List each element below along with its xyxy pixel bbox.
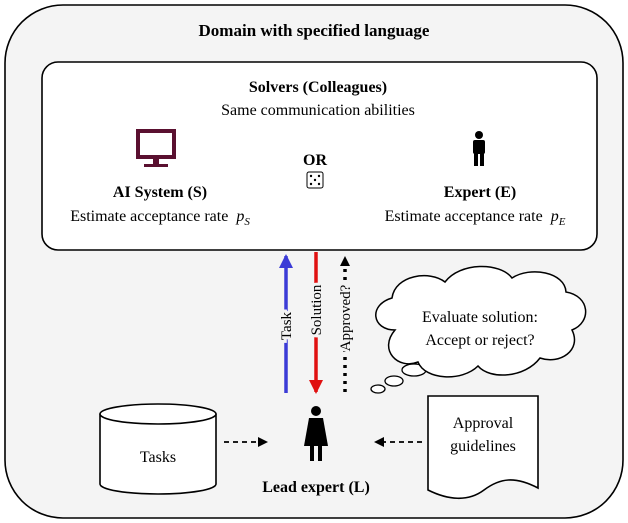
solvers-subtitle: Same communication abilities	[221, 102, 415, 119]
thought-bubble: Evaluate solution: Accept or reject?	[370, 265, 587, 394]
thought-line-2: Accept or reject?	[425, 332, 534, 349]
or-label: OR	[303, 152, 327, 169]
lead-expert-person-icon	[304, 406, 328, 461]
lead-expert-label: Lead expert (L)	[262, 479, 370, 496]
solvers-box	[41, 61, 598, 251]
tasks-database-icon	[99, 403, 217, 495]
expert-person-icon	[473, 131, 485, 166]
guidelines-line-1: Approval	[453, 415, 514, 432]
expert-name: Expert (E)	[444, 184, 516, 201]
ai-system-estimate: Estimate acceptance rate pS	[70, 208, 250, 228]
thought-line-1: Evaluate solution:	[422, 309, 538, 326]
guidelines-line-2: guidelines	[450, 438, 516, 455]
domain-title: Domain with specified language	[199, 21, 430, 40]
solvers-title: Solvers (Colleagues)	[249, 79, 387, 96]
dice-icon	[306, 171, 324, 189]
ai-system-name: AI System (S)	[113, 184, 207, 201]
approved-arrow-label: Approved?	[338, 284, 354, 351]
guidelines-document-icon	[427, 395, 539, 500]
tasks-label: Tasks	[140, 449, 176, 466]
monitor-icon	[136, 129, 176, 167]
expert-estimate: Estimate acceptance rate pE	[385, 208, 566, 228]
solution-arrow-label: Solution	[309, 284, 325, 335]
task-arrow-label: Task	[279, 311, 295, 340]
